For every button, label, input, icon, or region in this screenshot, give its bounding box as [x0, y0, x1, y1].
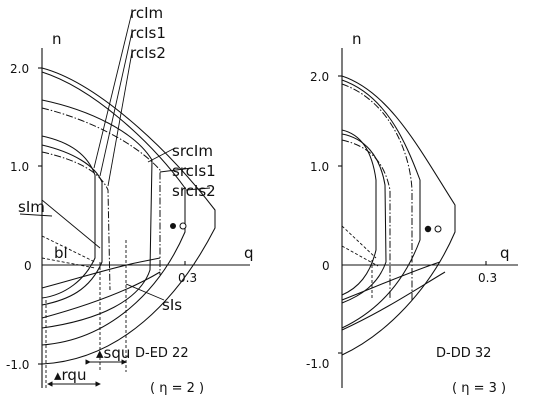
- label-sls: sIs: [162, 296, 182, 314]
- right-inner-dash: [341, 225, 379, 267]
- label-rcls1: rcIs1: [130, 24, 166, 42]
- right-curve-4-dash: [341, 139, 391, 300]
- label-bl: bl: [54, 244, 68, 262]
- right-filled-dot: [424, 225, 432, 233]
- left-bl-line: [41, 235, 96, 263]
- left-ytick-0: 0: [24, 259, 32, 273]
- right-ytick-2: 2.0: [310, 70, 329, 84]
- label-squ: ▴squ: [96, 344, 130, 362]
- left-ytick-2: 2.0: [10, 62, 29, 76]
- left-q-label: q: [244, 244, 254, 262]
- left-rcls2-dash: [41, 151, 111, 291]
- left-open-dot: [179, 222, 187, 230]
- label-srclm: srcIm: [172, 142, 213, 160]
- left-panel: n q 2.0 1.0 0 -1.0 0.3: [6, 4, 254, 396]
- right-curve-2-dash: [341, 83, 413, 300]
- right-ytick-0: 0: [322, 259, 330, 273]
- label-slm: sIm: [18, 198, 45, 216]
- right-xtick-03: 0.3: [478, 271, 497, 285]
- right-caption: D-DD 32: [436, 346, 491, 361]
- left-rclm-curve: [41, 135, 96, 299]
- right-eta: ( η = 3 ): [452, 381, 506, 396]
- left-eta: ( η = 2 ): [150, 381, 204, 396]
- label-rclm: rcIm: [130, 4, 163, 22]
- left-bl-line-2: [41, 257, 96, 269]
- left-outer-curve: [41, 67, 216, 365]
- left-rcls1-curve: [41, 144, 103, 306]
- left-srclm-curve: [41, 99, 153, 329]
- label-rqu: ▴rqu: [54, 366, 86, 384]
- right-curve-3: [341, 129, 377, 296]
- right-outer-curve: [341, 75, 456, 356]
- right-q-label: q: [500, 244, 510, 262]
- left-lower-curve-b: [41, 271, 161, 319]
- left-slm-line: [41, 199, 101, 249]
- right-panel: n q 2.0 1.0 0 -1.0 0.3 D-DD 32 ( η = 3 ): [306, 30, 518, 396]
- label-srcls1: srcIs1: [172, 162, 216, 180]
- left-filled-dot: [170, 223, 176, 229]
- label-srcls2: srcIs2: [172, 182, 216, 200]
- label-rcls2: rcIs2: [130, 44, 166, 62]
- left-n-label: n: [52, 30, 62, 48]
- left-ytick-m1: -1.0: [6, 358, 29, 372]
- right-ytick-m1: -1.0: [306, 357, 329, 371]
- right-ytick-1: 1.0: [310, 160, 329, 174]
- left-lower-curve-a: [41, 257, 161, 289]
- left-caption: D-ED 22: [135, 346, 189, 361]
- right-lower-a: [341, 261, 441, 301]
- left-ytick-1: 1.0: [10, 160, 29, 174]
- right-lower-b: [341, 271, 446, 331]
- right-open-dot: [434, 225, 442, 233]
- right-curve-4: [341, 133, 387, 304]
- left-xtick-03: 0.3: [178, 271, 197, 285]
- right-n-label: n: [352, 30, 362, 48]
- right-curve-2: [341, 79, 421, 329]
